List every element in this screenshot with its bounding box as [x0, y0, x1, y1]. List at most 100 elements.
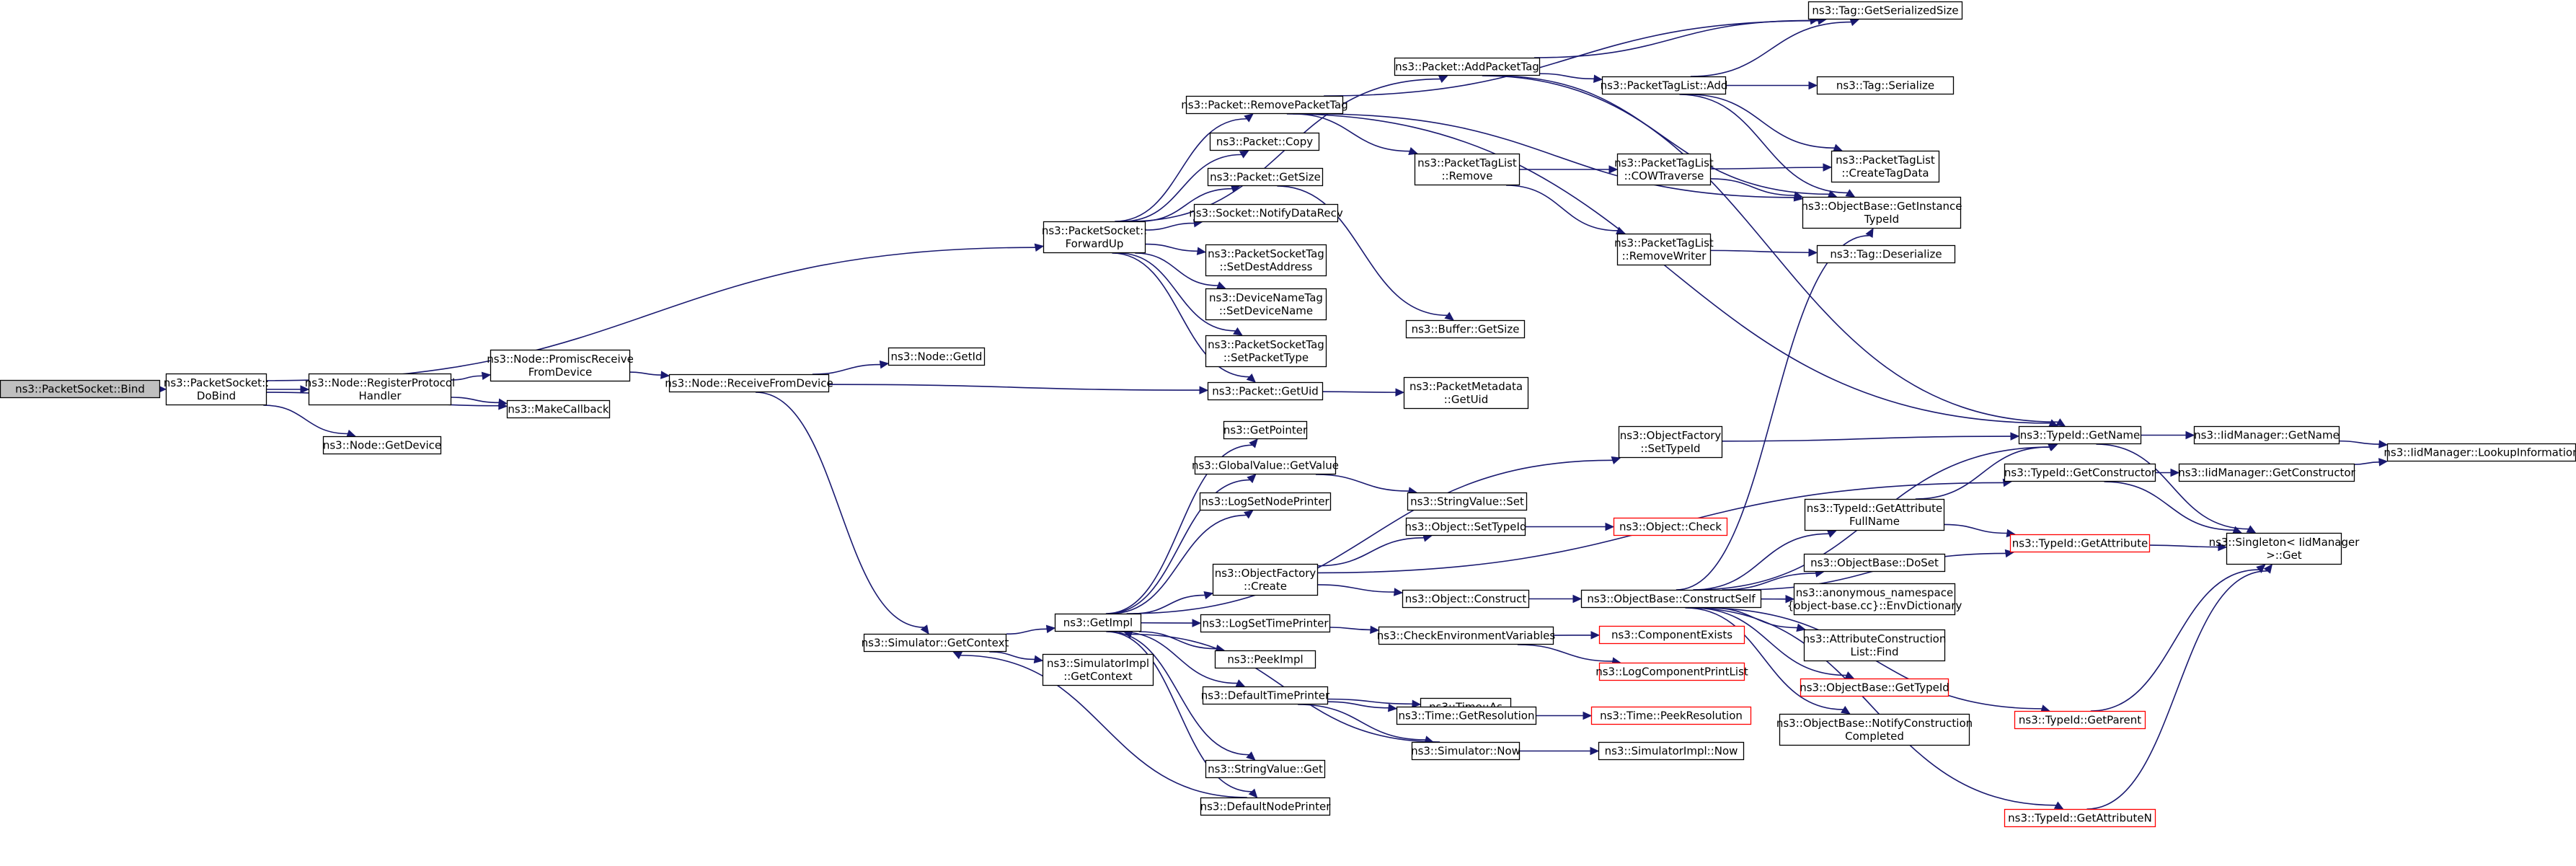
node-removetag[interactable]: ns3::Packet::RemovePacketTag: [1181, 95, 1348, 115]
node-box: [1601, 76, 1727, 95]
node-label: ns3::PacketSocketTag: [1208, 338, 1324, 351]
node-taglistremove[interactable]: ns3::PacketTagList::Remove: [1414, 153, 1521, 186]
node-pktgetuid[interactable]: ns3::Packet::GetUid: [1207, 381, 1324, 401]
node-label: ns3::PacketTagList: [1614, 237, 1714, 249]
node-dobind[interactable]: ns3::PacketSocket::DoBind: [164, 373, 269, 406]
node-constructself[interactable]: ns3::ObjectBase::ConstructSelf: [1580, 589, 1762, 609]
node-label: ::CreateTagData: [1841, 167, 1929, 180]
node-notifyconstr[interactable]: ns3::ObjectBase::NotifyConstructionCompl…: [1776, 713, 1973, 746]
node-pktcopy[interactable]: ns3::Packet::Copy: [1209, 132, 1320, 151]
edge-getimpl-to-objfactsettypeid: [1126, 456, 1621, 614]
node-box: [1223, 420, 1308, 440]
node-box: [1199, 492, 1332, 511]
node-defaultnodeprinter[interactable]: ns3::DefaultNodePrinter: [1200, 797, 1332, 816]
node-label: ns3::Node::GetDevice: [323, 439, 441, 452]
edge-getimpl-to-logsettimeprinter: [1141, 619, 1202, 627]
node-logcompprint[interactable]: ns3::LogComponentPrintList: [1595, 662, 1748, 681]
node-objfactcreate[interactable]: ns3::ObjectFactory::Create: [1212, 563, 1319, 596]
arrowhead-icon: [1438, 75, 1448, 84]
node-buffergetsize[interactable]: ns3::Buffer::GetSize: [1405, 319, 1526, 339]
edge-line: [1533, 19, 1811, 58]
node-iidgetname[interactable]: ns3::IidManager::GetName: [2193, 425, 2340, 445]
node-getpointer[interactable]: ns3::GetPointer: [1223, 420, 1308, 440]
node-box: [0, 379, 161, 399]
node-singletonget[interactable]: ns3::Singleton< IidManager>::Get: [2209, 532, 2360, 565]
node-simimplgetctx[interactable]: ns3::SimulatorImpl::GetContext: [1042, 653, 1154, 686]
edge-defaulttimeprinter-to-timeas: [1327, 698, 1422, 708]
arrowhead-icon: [300, 385, 310, 394]
node-label: ns3::PacketSocket::Bind: [15, 383, 145, 396]
arrowhead-icon: [2048, 419, 2059, 428]
node-getdevice[interactable]: ns3::Node::GetDevice: [322, 436, 442, 455]
node-simimplnow[interactable]: ns3::SimulatorImpl::Now: [1598, 741, 1745, 761]
node-box: [1598, 662, 1745, 681]
node-typeidgetattrn[interactable]: ns3::TypeId::GetAttributeN: [2004, 808, 2156, 828]
node-objsettypeid[interactable]: ns3::Object::SetTypeId: [1405, 517, 1527, 536]
node-typeidgetconstr[interactable]: ns3::TypeId::GetConstructor: [2004, 463, 2156, 482]
node-box: [1378, 626, 1554, 645]
node-envdict[interactable]: ns3::anonymous_namespace{object-base.cc}…: [1787, 583, 1962, 616]
node-logsettimeprinter[interactable]: ns3::LogSetTimePrinter: [1200, 614, 1331, 633]
arrowhead-icon: [1247, 474, 1257, 484]
node-cowtraverse[interactable]: ns3::PacketTagList::COWTraverse: [1614, 153, 1714, 186]
node-getimpl[interactable]: ns3::GetImpl: [1054, 613, 1142, 632]
node-box: [888, 347, 986, 366]
node-nodegetid[interactable]: ns3::Node::GetId: [888, 347, 986, 366]
node-objbasegettypeid[interactable]: ns3::ObjectBase::GetTypeId: [1800, 678, 1949, 697]
node-svget[interactable]: ns3::StringValue::Get: [1205, 759, 1326, 779]
node-pktgetsize[interactable]: ns3::Packet::GetSize: [1207, 167, 1324, 187]
node-removewriter[interactable]: ns3::PacketTagList::RemoveWriter: [1614, 233, 1714, 266]
node-label: ns3::ComponentExists: [1611, 629, 1732, 642]
node-simgetctx[interactable]: ns3::Simulator::GetContext: [862, 633, 1009, 653]
node-bind[interactable]: ns3::PacketSocket::Bind: [0, 379, 161, 399]
node-iidlookup[interactable]: ns3::IidManager::LookupInformation: [2384, 443, 2576, 462]
node-simnow[interactable]: ns3::Simulator::Now: [1411, 741, 1521, 761]
node-objcheck[interactable]: ns3::Object::Check: [1613, 517, 1728, 536]
node-label: ns3::Simulator::GetContext: [862, 637, 1009, 650]
node-typeidgetattr[interactable]: ns3::TypeId::GetAttribute: [2009, 534, 2151, 553]
node-checkenv[interactable]: ns3::CheckEnvironmentVariables: [1377, 626, 1556, 645]
node-iidgetconstr[interactable]: ns3::IidManager::GetConstructor: [2178, 463, 2356, 482]
node-timepeekres[interactable]: ns3::Time::PeekResolution: [1590, 706, 1752, 725]
node-tagdeserialize[interactable]: ns3::Tag::Deserialize: [1816, 244, 1956, 264]
node-fwdup[interactable]: ns3::PacketSocket::ForwardUp: [1042, 221, 1147, 254]
node-objfactsettypeid[interactable]: ns3::ObjectFactory::SetTypeId: [1618, 425, 1723, 459]
node-makecb[interactable]: ns3::MakeCallback: [506, 399, 611, 419]
node-addtag[interactable]: ns3::Packet::AddPacketTag: [1394, 57, 1541, 76]
node-svset[interactable]: ns3::StringValue::Set: [1407, 492, 1528, 511]
arrowhead-icon: [1572, 594, 1583, 604]
node-peekimpl[interactable]: ns3::PeekImpl: [1214, 650, 1316, 669]
node-recvfrom[interactable]: ns3::Node::ReceiveFromDevice: [665, 374, 833, 393]
node-timegetres[interactable]: ns3::Time::GetResolution: [1396, 706, 1537, 725]
node-createtagdata[interactable]: ns3::PacketTagList::CreateTagData: [1831, 150, 1940, 183]
node-dosset[interactable]: ns3::ObjectBase::DoSet: [1803, 553, 1946, 573]
arrowhead-icon: [1608, 165, 1619, 174]
node-taggetsersize[interactable]: ns3::Tag::GetSerializedSize: [1807, 1, 1963, 20]
node-logsetnodeprinter[interactable]: ns3::LogSetNodePrinter: [1199, 492, 1332, 511]
node-gvgetvalue[interactable]: ns3::GlobalValue::GetValue: [1192, 456, 1339, 475]
node-box: [863, 633, 1007, 653]
arrowhead-icon: [2053, 801, 2064, 810]
node-tagserialize[interactable]: ns3::Tag::Serialize: [1816, 76, 1955, 95]
node-setdevname[interactable]: ns3::DeviceNameTag::SetDeviceName: [1205, 288, 1327, 321]
node-defaulttimeprinter[interactable]: ns3::DefaultTimePrinter: [1201, 686, 1330, 705]
node-label: ns3::PacketTagList::Add: [1601, 79, 1728, 92]
node-compexists[interactable]: ns3::ComponentExists: [1598, 625, 1745, 645]
node-taglistadd[interactable]: ns3::PacketTagList::Add: [1601, 76, 1728, 95]
node-setpkttype[interactable]: ns3::PacketSocketTag::SetPacketType: [1205, 335, 1327, 368]
node-objconstruct[interactable]: ns3::Object::Construct: [1402, 589, 1530, 609]
node-typeidgetparent[interactable]: ns3::TypeId::GetParent: [2014, 710, 2146, 730]
node-metagetuid[interactable]: ns3::PacketMetadata::GetUid: [1403, 376, 1529, 410]
node-typeidgetname[interactable]: ns3::TypeId::GetName: [2018, 425, 2142, 445]
node-notifyrecv[interactable]: ns3::Socket::NotifyDataRecv: [1189, 203, 1343, 223]
node-box: [1205, 288, 1327, 321]
arrowhead-icon: [1034, 243, 1045, 252]
node-setdestaddr[interactable]: ns3::PacketSocketTag::SetDestAddress: [1205, 244, 1327, 277]
node-box: [322, 436, 442, 455]
